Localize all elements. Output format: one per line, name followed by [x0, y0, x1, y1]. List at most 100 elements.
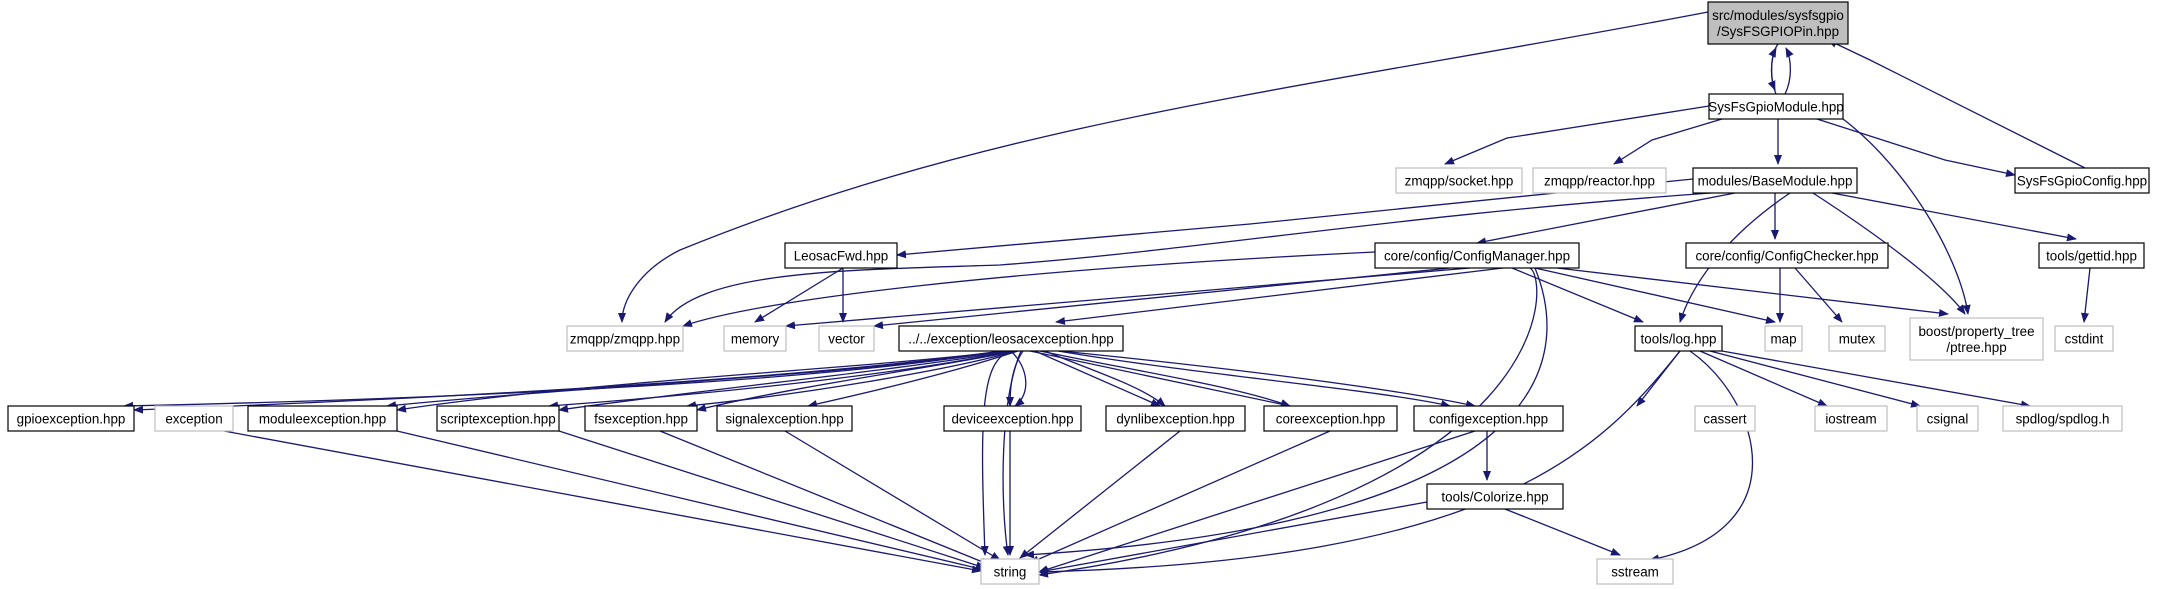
node-memory: memory	[723, 325, 787, 352]
node-label: tools/log.hpp	[1641, 331, 1717, 346]
include-edge	[1812, 192, 1966, 315]
node-vector: vector	[818, 325, 875, 352]
node-gpioexception[interactable]: gpioexception.hpp	[7, 405, 135, 432]
node-map: map	[1764, 325, 1803, 352]
node-configmanager[interactable]: core/config/ConfigManager.hpp	[1374, 242, 1580, 269]
node-sysfsgpioconfig[interactable]: SysFsGpioConfig.hpp	[2014, 167, 2150, 194]
include-edge	[1721, 350, 2031, 409]
node-label: core/config/ConfigManager.hpp	[1384, 248, 1570, 263]
node-scriptexception[interactable]: scriptexception.hpp	[436, 405, 560, 432]
node-leosacfwd[interactable]: LeosacFwd.hpp	[784, 242, 898, 269]
include-edge	[1816, 118, 2016, 178]
node-string: string	[980, 558, 1040, 585]
node-label: scriptexception.hpp	[440, 411, 555, 426]
node-box	[1916, 405, 1979, 432]
node-box	[1105, 405, 1246, 432]
node-label: zmqpp/socket.hpp	[1405, 173, 1514, 188]
node-box	[723, 325, 787, 352]
file-nodes: src/modules/sysfsgpio/SysFSGPIOPin.hppSy…	[7, 1, 2150, 585]
node-box	[1764, 325, 1803, 352]
node-box	[154, 405, 234, 432]
node-label: deviceexception.hpp	[951, 411, 1073, 426]
include-edge	[1006, 350, 1024, 407]
node-sstream: sstream	[1596, 558, 1674, 585]
node-box	[2014, 167, 2150, 194]
node-box	[943, 405, 1082, 432]
include-edge	[1504, 508, 1621, 556]
node-box	[1708, 93, 1844, 120]
node-label: tools/Colorize.hpp	[1441, 489, 1548, 504]
node-label: modules/BaseModule.hpp	[1698, 173, 1853, 188]
include-edge	[396, 350, 1007, 413]
node-fsexception[interactable]: fsexception.hpp	[584, 405, 698, 432]
node-colorize[interactable]: tools/Colorize.hpp	[1426, 483, 1564, 510]
include-edge	[1709, 350, 1921, 408]
include-edge	[1038, 350, 1681, 576]
include-edge	[1699, 350, 1828, 407]
node-label: /SysFSGPIOPin.hpp	[1717, 24, 1839, 39]
node-csignal: csignal	[1916, 405, 1979, 432]
node-exception: exception	[154, 405, 234, 432]
include-edge	[1768, 47, 1777, 95]
include-edge	[2081, 267, 2091, 323]
include-edge	[1038, 267, 1538, 578]
node-sysfsgpiomodule[interactable]: SysFsGpioModule.hpp	[1708, 93, 1844, 120]
node-box	[566, 325, 684, 352]
include-edge	[686, 350, 1017, 410]
include-edge	[664, 192, 1712, 323]
node-box	[584, 405, 698, 432]
node-box	[1532, 167, 1667, 194]
node-iostream: iostream	[1814, 405, 1888, 432]
node-coreexception[interactable]: coreexception.hpp	[1263, 405, 1398, 432]
include-edge	[1055, 267, 1504, 325]
include-edge	[1044, 350, 1166, 407]
include-edge	[1794, 267, 1843, 323]
node-box	[818, 325, 875, 352]
node-box	[1634, 325, 1723, 352]
include-edge	[1019, 430, 1181, 559]
node-box	[1596, 558, 1674, 585]
node-leosacexception[interactable]: ../../exception/leosacexception.hpp	[898, 325, 1124, 352]
node-label: cassert	[1703, 411, 1746, 426]
include-edge	[1511, 267, 1644, 323]
node-label: zmqpp/reactor.hpp	[1544, 173, 1655, 188]
node-label: vector	[828, 331, 865, 346]
include-edge	[396, 430, 986, 572]
include-edge	[123, 350, 1002, 410]
node-zmqpp_socket: zmqpp/socket.hpp	[1395, 167, 1523, 194]
node-label: ../../exception/leosacexception.hpp	[908, 331, 1113, 346]
include-edge	[1827, 39, 2086, 169]
dependency-edges	[123, 11, 2091, 578]
node-spdlog: spdlog/spdlog.h	[2002, 405, 2123, 432]
node-box	[1395, 167, 1523, 194]
node-box	[784, 242, 898, 269]
include-edge	[1029, 430, 1331, 564]
node-label: moduleexception.hpp	[259, 411, 386, 426]
node-zmqpp: zmqpp/zmqpp.hpp	[566, 325, 684, 352]
node-box	[2002, 405, 2123, 432]
node-label: src/modules/sysfsgpio	[1712, 8, 1844, 23]
include-edge	[873, 267, 1451, 330]
node-box	[1828, 325, 1886, 352]
node-basemodule[interactable]: modules/BaseModule.hpp	[1692, 167, 1858, 194]
node-configexception[interactable]: configexception.hpp	[1413, 405, 1564, 432]
include-edge	[1059, 350, 1476, 409]
node-log[interactable]: tools/log.hpp	[1634, 325, 1723, 352]
include-edge	[1556, 267, 1949, 317]
node-deviceexception[interactable]: deviceexception.hpp	[943, 405, 1082, 432]
include-edge	[754, 267, 844, 323]
node-sysfsgpiopin[interactable]: src/modules/sysfsgpio/SysFSGPIOPin.hpp	[1707, 1, 1849, 45]
node-dynlibexception[interactable]: dynlibexception.hpp	[1105, 405, 1246, 432]
include-edge	[1057, 350, 1451, 408]
node-cassert: cassert	[1694, 405, 1756, 432]
node-signalexception[interactable]: signalexception.hpp	[716, 405, 853, 432]
node-gettid[interactable]: tools/gettid.hpp	[2038, 242, 2145, 269]
node-box	[1707, 1, 1849, 45]
node-moduleexception[interactable]: moduleexception.hpp	[247, 405, 398, 432]
include-edge	[896, 178, 1694, 259]
node-box	[2054, 325, 2114, 352]
node-configchecker[interactable]: core/config/ConfigChecker.hpp	[1685, 242, 1889, 269]
node-box	[2038, 242, 2145, 269]
node-label: sstream	[1611, 564, 1659, 579]
